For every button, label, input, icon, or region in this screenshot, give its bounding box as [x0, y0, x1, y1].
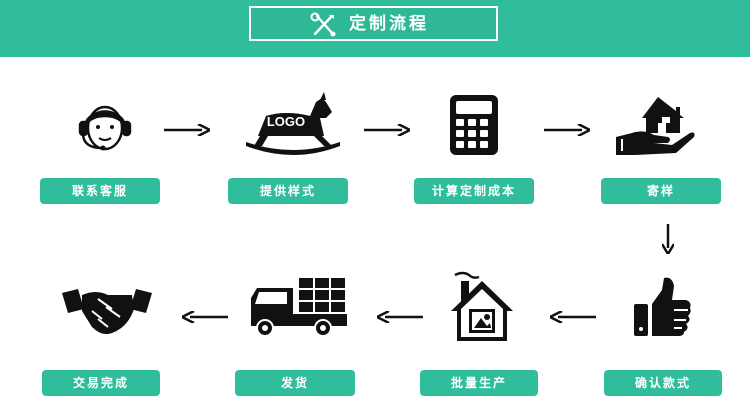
step-label-4: 寄样 — [601, 178, 721, 204]
arrow-left-icon — [182, 311, 228, 323]
step-label-1: 联系客服 — [40, 178, 160, 204]
step-label-8: 交易完成 — [42, 370, 160, 396]
arrow-right-icon — [164, 124, 210, 136]
step-label-2: 提供样式 — [228, 178, 348, 204]
arrow-left-icon — [550, 311, 596, 323]
rocking-horse-logo-icon: LOGO — [246, 92, 340, 155]
logo-text: LOGO — [267, 114, 305, 129]
step-label-6: 批量生产 — [420, 370, 538, 396]
arrow-down-icon — [662, 224, 674, 254]
handshake-icon — [62, 289, 152, 335]
step-label-5: 确认款式 — [604, 370, 722, 396]
step-label-7: 发货 — [235, 370, 355, 396]
arrow-right-icon — [544, 124, 590, 136]
customer-service-icon — [78, 105, 132, 151]
delivery-truck-icon — [251, 278, 347, 337]
thumbs-up-icon — [634, 277, 691, 336]
arrow-left-icon — [377, 311, 423, 323]
tools-icon — [310, 12, 336, 37]
calculator-icon — [450, 95, 498, 155]
arrow-right-icon — [364, 124, 410, 136]
header-banner: 定制流程 — [0, 0, 750, 57]
title-box: 定制流程 — [249, 6, 498, 41]
factory-house-icon — [451, 271, 513, 341]
page-title: 定制流程 — [349, 14, 429, 34]
hand-house-icon — [616, 97, 695, 155]
step-label-3: 计算定制成本 — [414, 178, 534, 204]
